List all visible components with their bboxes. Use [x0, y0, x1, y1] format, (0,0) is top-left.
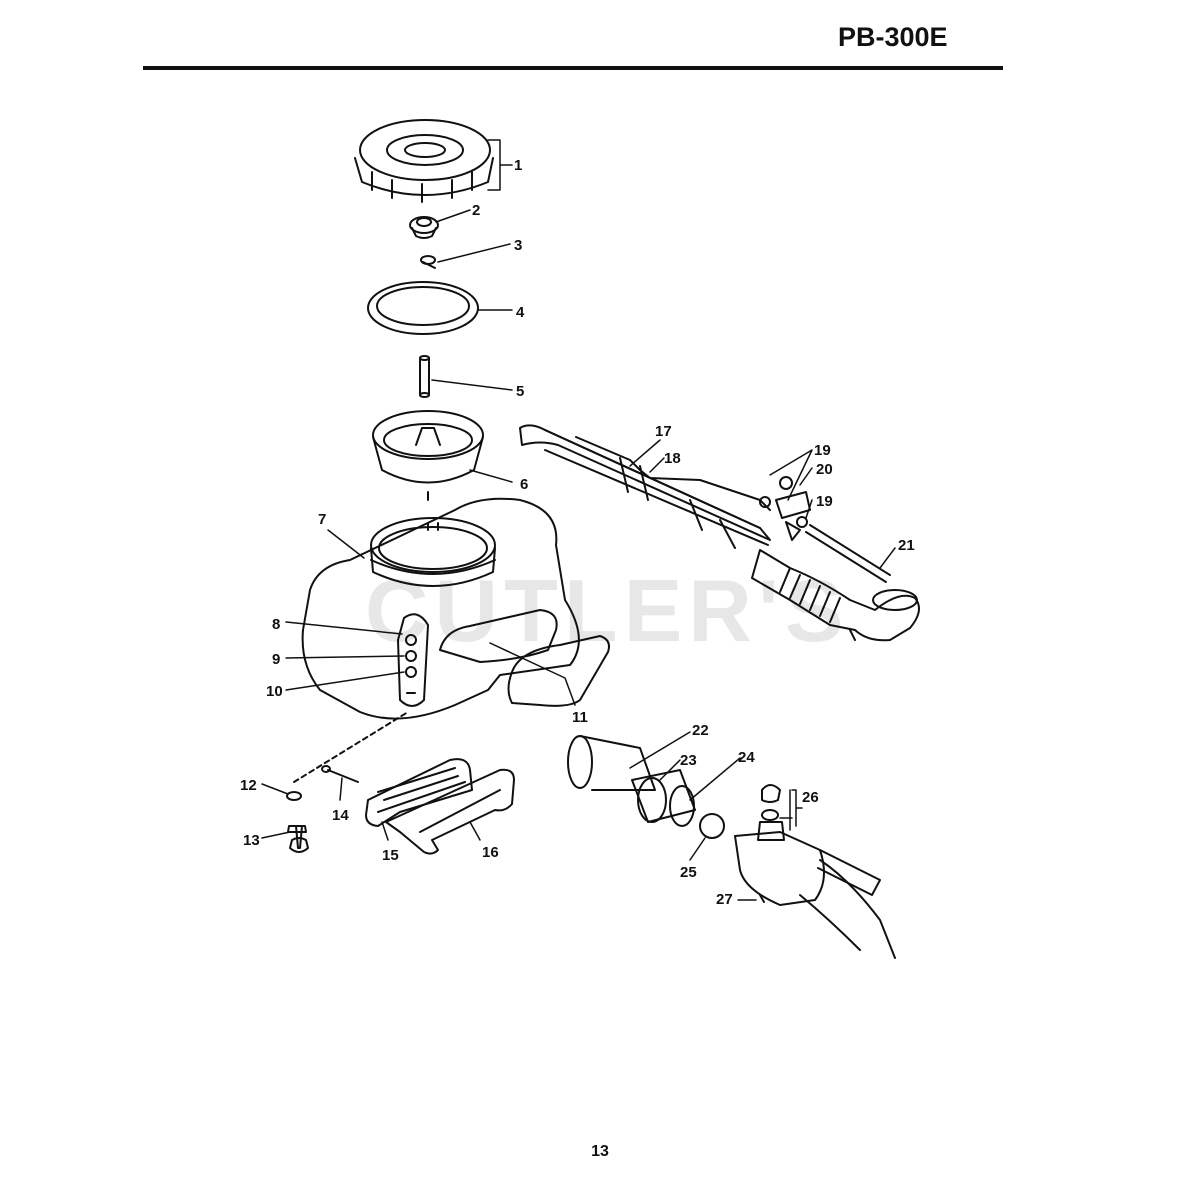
- part-lower-assembly: [567, 735, 896, 959]
- part-tank-lid: [354, 119, 494, 203]
- part-fittings: [759, 476, 811, 541]
- part-washer-bolt: [286, 711, 409, 853]
- part-back-cushion: [365, 758, 473, 827]
- callout-11: 11: [572, 709, 588, 726]
- callout-2: 2: [472, 202, 480, 219]
- callout-3: 3: [514, 237, 522, 254]
- callout-9: 9: [272, 651, 280, 668]
- callout-22: 22: [692, 722, 709, 739]
- header-rule: [143, 66, 1003, 70]
- part-gasket-ring: [367, 281, 479, 335]
- callout-17: 17: [655, 423, 672, 440]
- callout-13: 13: [243, 832, 260, 849]
- callout-21: 21: [898, 537, 915, 554]
- callout-25: 25: [680, 864, 697, 881]
- page-number: 13: [591, 1143, 609, 1160]
- model-title: PB-300E: [838, 22, 948, 52]
- part-hose-upper: [519, 424, 771, 549]
- callout-18: 18: [664, 450, 681, 467]
- leader-lines: [261, 139, 896, 901]
- callout-labels: 1 2 3 4 5 6 7 8 9 10 11 12 13 14 15 16 1…: [240, 157, 915, 908]
- part-clip: [420, 255, 436, 269]
- watermark: CUTLER'S: [365, 561, 850, 660]
- callout-23: 23: [680, 752, 697, 769]
- callout-27: 27: [716, 891, 733, 908]
- part-tank-body: [301, 497, 580, 720]
- callout-14: 14: [332, 807, 349, 824]
- callout-10: 10: [266, 683, 283, 700]
- callout-6: 6: [520, 476, 528, 493]
- callout-4: 4: [516, 304, 525, 321]
- part-tube: [419, 355, 430, 398]
- callout-12: 12: [240, 777, 257, 794]
- callout-20: 20: [816, 461, 833, 478]
- part-bracket: [385, 768, 515, 855]
- callout-24: 24: [738, 749, 755, 766]
- part-pin: [321, 765, 359, 783]
- callout-19a: 19: [814, 442, 831, 459]
- callout-8: 8: [272, 616, 280, 633]
- part-cap-valve: [409, 216, 439, 239]
- callout-19b: 19: [816, 493, 833, 510]
- part-corrugated-elbow: [751, 524, 920, 642]
- callout-7: 7: [318, 511, 326, 528]
- callout-15: 15: [382, 847, 399, 864]
- callout-16: 16: [482, 844, 499, 861]
- callout-26: 26: [802, 789, 819, 806]
- callout-5: 5: [516, 383, 524, 400]
- part-pad: [507, 635, 610, 707]
- callout-1: 1: [514, 157, 522, 174]
- part-strainer-basket: [372, 410, 484, 501]
